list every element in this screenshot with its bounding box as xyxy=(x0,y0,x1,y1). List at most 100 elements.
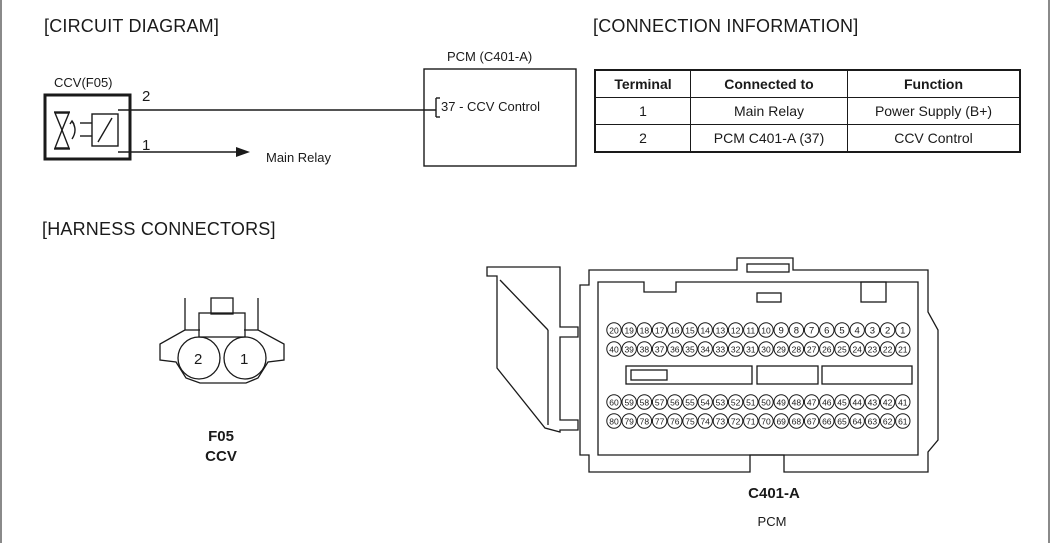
c401a-pin-label: 15 xyxy=(685,326,695,336)
c401a-pin-label: 67 xyxy=(807,417,817,427)
cell-function: CCV Control xyxy=(847,124,1021,153)
c401a-pin xyxy=(819,341,835,357)
c401a-pin-label: 4 xyxy=(855,326,860,337)
c401a-pin-label: 42 xyxy=(883,398,893,408)
c401a-pin xyxy=(879,413,896,429)
c401a-pin-label: 63 xyxy=(868,417,878,427)
c401a-pin-label: 5 xyxy=(839,326,844,337)
c401a-pin-label: 66 xyxy=(822,417,832,427)
c401a-pin-label: 35 xyxy=(685,345,695,355)
c401a-pin xyxy=(834,341,850,357)
c401a-pin xyxy=(667,413,683,429)
c401a-pin-label: 77 xyxy=(655,417,665,427)
c401a-pin xyxy=(636,322,653,338)
c401a-pin-label: 47 xyxy=(807,398,817,408)
c401a-pin xyxy=(879,394,896,410)
c401a-pin xyxy=(864,413,881,429)
c401a-pin xyxy=(773,341,789,357)
c401a-pin-label: 40 xyxy=(609,345,619,355)
c401a-pin-label: 41 xyxy=(898,398,908,408)
pcm-pin-label: 37 - CCV Control xyxy=(441,99,540,114)
c401a-pin xyxy=(667,322,683,338)
cell-terminal: 2 xyxy=(594,124,691,153)
c401a-pin xyxy=(788,322,805,338)
c401a-pin-label: 39 xyxy=(624,345,634,355)
table-header-row: Terminal Connected to Function xyxy=(594,69,1021,98)
c401a-pin-label: 52 xyxy=(731,398,741,408)
c401a-pin xyxy=(803,413,820,429)
c401a-pin xyxy=(879,322,896,338)
c401a-pin xyxy=(682,322,698,338)
c401a-pin-label: 74 xyxy=(700,417,710,427)
c401a-pin-label: 62 xyxy=(883,417,893,427)
c401a-pin xyxy=(712,394,729,410)
header-terminal: Terminal xyxy=(594,69,691,98)
c401a-pin xyxy=(803,394,820,410)
c401a-pin xyxy=(773,413,789,429)
c401a-pin-label: 18 xyxy=(640,326,650,336)
c401a-pin-label: 14 xyxy=(700,326,710,336)
c401a-pin-label: 71 xyxy=(746,417,756,427)
c401a-pin xyxy=(682,413,698,429)
c401a-pin xyxy=(834,413,850,429)
c401a-pin xyxy=(895,413,911,429)
c401a-pin xyxy=(651,394,668,410)
f05-pin-2: 2 xyxy=(194,351,202,368)
c401a-pin-label: 57 xyxy=(655,398,665,408)
cell-function: Power Supply (B+) xyxy=(847,97,1021,125)
c401a-pin-label: 22 xyxy=(883,345,893,355)
c401a-pin xyxy=(651,413,668,429)
c401a-pin-label: 13 xyxy=(716,326,726,336)
c401a-pin xyxy=(606,413,622,429)
c401a-pin xyxy=(651,322,668,338)
c401a-pin xyxy=(727,322,744,338)
c401a-pin xyxy=(788,413,805,429)
c401a-pin xyxy=(651,341,668,357)
ccv-label: CCV(F05) xyxy=(54,75,113,90)
c401a-pin xyxy=(864,322,881,338)
cell-terminal: 1 xyxy=(594,97,691,125)
c401a-pin-label: 60 xyxy=(609,398,619,408)
c401a-pin xyxy=(667,341,683,357)
c401a-pin-label: 19 xyxy=(624,326,634,336)
c401a-pin xyxy=(636,394,653,410)
c401a-pin-label: 69 xyxy=(776,417,786,427)
c401a-pin-label: 37 xyxy=(655,345,665,355)
c401a-pin-label: 27 xyxy=(807,345,817,355)
c401a-pin-label: 72 xyxy=(731,417,741,427)
c401a-pin xyxy=(834,394,850,410)
c401a-pin xyxy=(621,394,637,410)
c401a-pin-label: 8 xyxy=(794,326,799,337)
c401a-pin-label: 64 xyxy=(852,417,862,427)
c401a-pin xyxy=(697,322,713,338)
c401a-pin xyxy=(621,322,637,338)
c401a-pin xyxy=(849,341,865,357)
c401a-pin xyxy=(636,413,653,429)
c401a-pin xyxy=(895,341,911,357)
pcm-box xyxy=(423,68,577,167)
c401a-pin-label: 43 xyxy=(868,398,878,408)
c401a-pin-label: 17 xyxy=(655,326,665,336)
c401a-pin xyxy=(864,341,881,357)
c401a-pin-label: 34 xyxy=(700,345,710,355)
c401a-pin xyxy=(864,394,881,410)
c401a-pin xyxy=(803,341,820,357)
c401a-pin xyxy=(712,413,729,429)
c401a-pin xyxy=(606,322,622,338)
c401a-pin-label: 9 xyxy=(779,326,784,337)
c401a-pin-label: 12 xyxy=(731,326,741,336)
c401a-pin-label: 11 xyxy=(746,326,755,336)
c401a-pin-label: 75 xyxy=(685,417,695,427)
c401a-code: C401-A xyxy=(748,485,800,502)
table-row: 1 Main Relay Power Supply (B+) xyxy=(594,97,1021,125)
c401a-pin-label: 49 xyxy=(776,398,786,408)
c401a-pin-label: 78 xyxy=(640,417,650,427)
c401a-name: PCM xyxy=(758,514,787,529)
c401a-pin xyxy=(758,341,774,357)
c401a-pin xyxy=(819,394,835,410)
c401a-pin-label: 70 xyxy=(761,417,771,427)
c401a-pin-label: 50 xyxy=(761,398,771,408)
c401a-pin-label: 7 xyxy=(809,326,814,337)
